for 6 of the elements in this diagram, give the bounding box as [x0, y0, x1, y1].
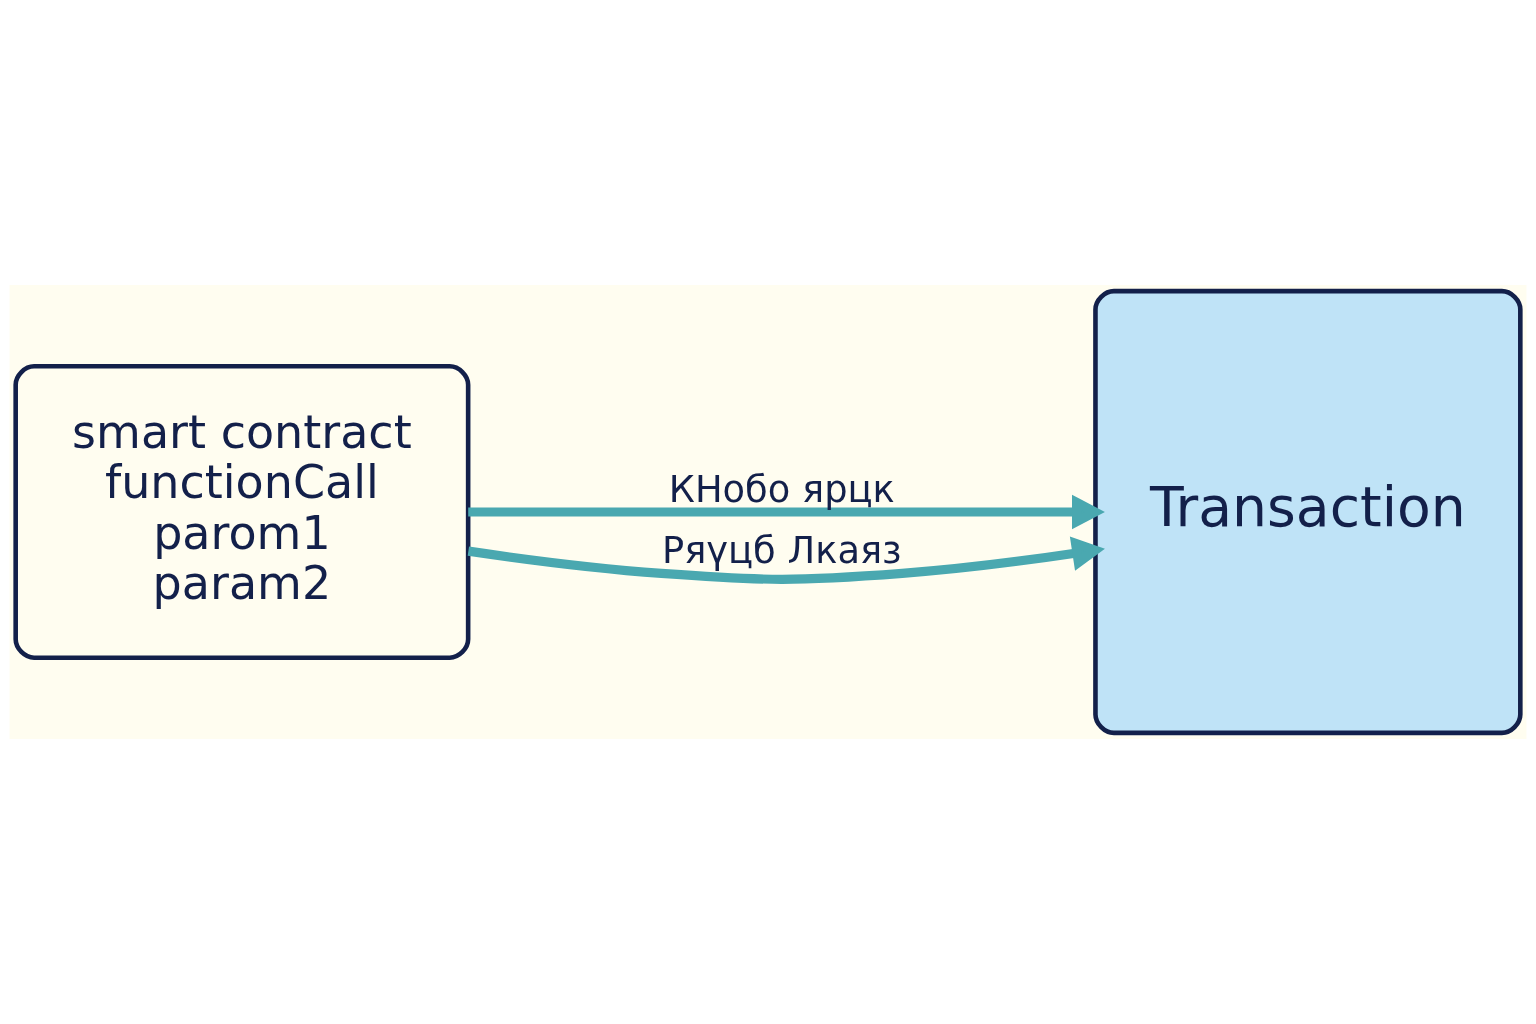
node-box: Transaction — [1093, 288, 1523, 736]
edge-label: КНобо ярцк — [668, 467, 895, 511]
arrow — [467, 536, 1105, 584]
edge-label: Ряүцб Лкаяз — [661, 528, 902, 572]
arrow — [468, 494, 1105, 530]
node-box: smart contract functionCall parom1 param2 — [13, 364, 471, 660]
